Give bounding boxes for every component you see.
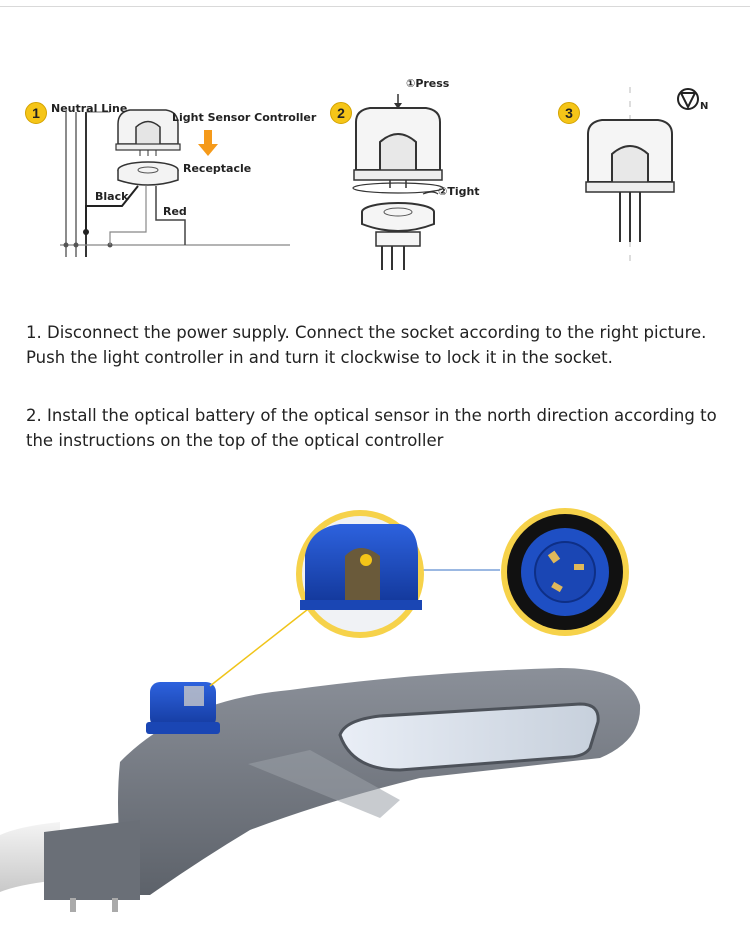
instruction-step-1: 1. Disconnect the power supply. Connect …	[26, 323, 707, 367]
orientation-diagram-drawing	[585, 87, 699, 267]
tight-label: ②Tight	[438, 185, 480, 198]
step-1-badge: 1	[25, 102, 47, 124]
install-diagram: 2 ①Press ②Tight	[318, 77, 538, 272]
wiring-diagram: 1 Neutral Line Light Sensor Controller R…	[20, 82, 316, 272]
install-diagram-drawing	[352, 94, 444, 270]
top-divider	[0, 6, 750, 7]
instruction-step-2: 2. Install the optical battery of the op…	[26, 406, 717, 450]
light-sensor-controller-label: Light Sensor Controller	[172, 111, 317, 124]
wiring-diagram-drawing	[60, 109, 290, 257]
orientation-diagram: 3 N	[548, 82, 738, 272]
north-compass-icon	[676, 88, 700, 112]
black-wire-label: Black	[95, 190, 129, 203]
receptacle-label: Receptacle	[183, 162, 252, 175]
step-3-badge: 3	[558, 102, 580, 124]
neutral-line-label: Neutral Line	[51, 102, 128, 115]
north-label: N	[700, 101, 709, 112]
step-2-badge: 2	[330, 102, 352, 124]
press-label: ①Press	[406, 77, 450, 90]
street-light-photo	[0, 508, 641, 912]
red-wire-label: Red	[163, 205, 187, 218]
